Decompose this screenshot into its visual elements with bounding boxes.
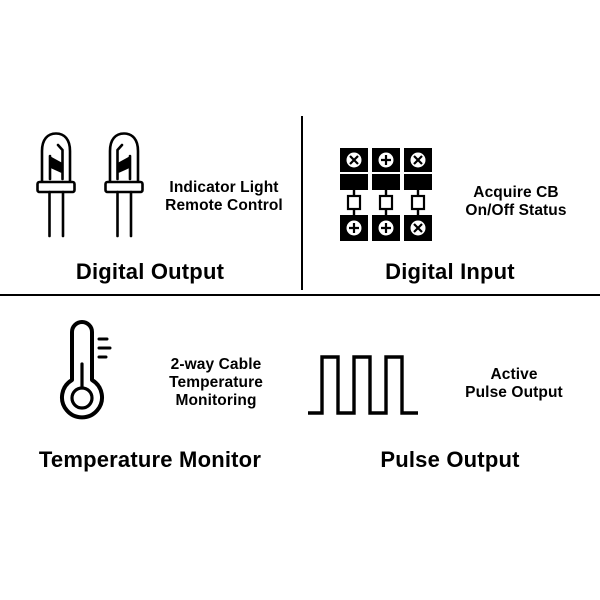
thermometer-icon	[48, 316, 116, 430]
caption-line: Remote Control	[165, 197, 283, 214]
led-icon	[36, 132, 76, 238]
caption-line: 2-way Cable	[170, 356, 262, 373]
caption-line: Indicator Light	[169, 179, 279, 196]
pulse-wave-icon	[306, 351, 422, 417]
caption-line: Acquire CB	[473, 184, 559, 201]
quadrant-title: Digital Output	[75, 259, 225, 284]
quadrant-title: Temperature Monitor	[38, 447, 262, 472]
circuit-breaker-icon	[338, 148, 434, 242]
led-indicator-icon	[26, 126, 154, 248]
quadrant-caption: Active Pulse Output	[444, 366, 584, 402]
quadrant-caption: Acquire CB On/Off Status	[448, 184, 584, 220]
quadrant-caption: Indicator Light Remote Control	[150, 179, 298, 215]
vertical-divider-top	[301, 116, 303, 290]
quadrant-caption: 2-way Cable Temperature Monitoring	[148, 356, 284, 410]
horizontal-divider	[0, 294, 600, 296]
quadrant-title: Digital Input	[385, 259, 515, 284]
caption-line: Pulse Output	[465, 384, 563, 401]
caption-line: Active	[490, 366, 538, 383]
caption-line: Temperature	[169, 374, 263, 391]
caption-line: On/Off Status	[465, 202, 567, 219]
quadrant-title: Pulse Output	[380, 447, 520, 472]
led-icon	[104, 132, 144, 238]
caption-line: Monitoring	[175, 392, 257, 409]
